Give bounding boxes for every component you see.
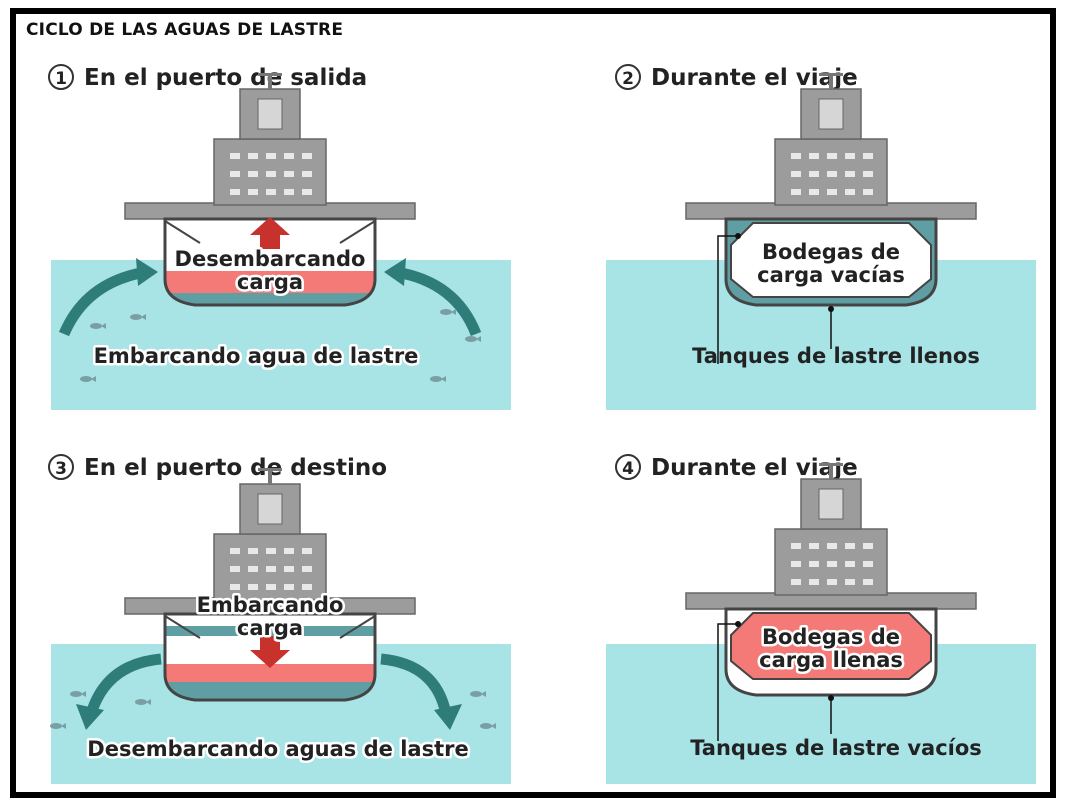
unload-arrow (250, 217, 290, 249)
diagram-frame: CICLO DE LAS AGUAS DE LASTRE (10, 8, 1056, 798)
ballast-tank (165, 626, 375, 636)
stage-number: 3 (55, 459, 67, 479)
water-label: Tanques de lastre vacíos (690, 736, 982, 760)
water-label: Desembarcando aguas de lastre (87, 737, 468, 761)
water-label: Embarcando agua de lastre (94, 344, 419, 368)
ship-label: carga (237, 270, 303, 294)
stage-2: 2 Durante el viaje Bodegas de carga vací… (606, 64, 1036, 410)
stage-number-circle (48, 454, 74, 480)
cargo-hold (730, 222, 932, 298)
stage-number-circle (615, 64, 641, 90)
diagram-title: CICLO DE LAS AGUAS DE LASTRE (26, 20, 344, 40)
ship-label: carga llenas (759, 648, 903, 672)
stage-4: 4 Durante el viaje Bodegas de carga llen… (606, 454, 1036, 784)
ship-label: Bodegas de (762, 240, 900, 264)
leader-line (717, 623, 738, 741)
stage-title: Durante el viaje (651, 65, 858, 91)
ship-label: Desembarcando (175, 247, 366, 271)
stage-1: 1 En el puerto de salida Desembarcando c… (48, 64, 511, 410)
ballast-tank (165, 682, 375, 700)
load-arrow (250, 636, 290, 668)
intake-arrow (58, 266, 147, 337)
ship-label: carga vacías (757, 263, 905, 287)
ballast-cycle-diagram: 1 En el puerto de salida Desembarcando c… (48, 64, 1036, 784)
stage-title: En el puerto de destino (84, 455, 387, 481)
stage-title: Durante el viaje (651, 455, 858, 481)
stage-number-circle (48, 64, 74, 90)
ship-label: Embarcando (197, 593, 344, 617)
stage-number: 2 (622, 69, 634, 89)
cargo-hold (730, 612, 932, 680)
leader-line (717, 235, 738, 364)
stage-title: En el puerto de salida (84, 65, 367, 91)
ship-label: Bodegas de (762, 625, 900, 649)
intake-arrow (395, 266, 482, 337)
ship-label: carga (237, 616, 303, 640)
ballast-tank (165, 293, 375, 305)
stage-number: 1 (55, 69, 67, 89)
stage-number: 4 (622, 459, 634, 479)
cargo-hold (165, 271, 375, 293)
cargo-hold (165, 664, 375, 682)
stage-number-circle (615, 454, 641, 480)
stage-3: 3 En el puerto de destino Embarcando car… (48, 454, 511, 784)
discharge-arrow (380, 653, 452, 716)
water-label: Tanques de lastre llenos (692, 344, 980, 368)
discharge-arrow (85, 653, 162, 716)
